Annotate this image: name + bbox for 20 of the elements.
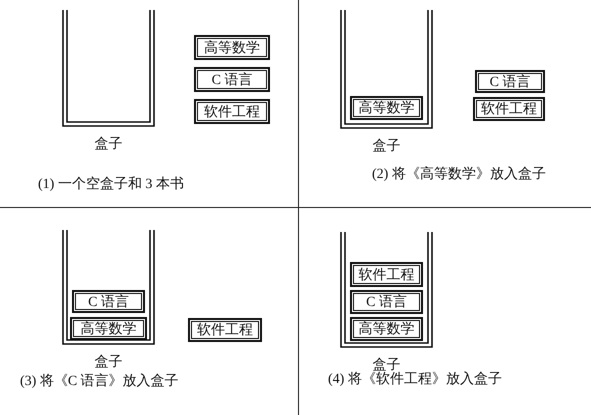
caption: (2) 将《高等数学》放入盒子 bbox=[372, 165, 546, 183]
book-box: 高等数学 bbox=[350, 96, 423, 120]
caption: (1) 一个空盒子和 3 本书 bbox=[38, 175, 184, 193]
book-box: 软件工程 bbox=[194, 99, 270, 124]
book-box: 软件工程 bbox=[188, 318, 262, 342]
book-box: 高等数学 bbox=[70, 317, 147, 340]
book-box: 高等数学 bbox=[350, 317, 423, 341]
box-label: 盒子 bbox=[372, 138, 402, 155]
book-box: C 语言 bbox=[194, 67, 270, 92]
box-label: 盒子 bbox=[372, 356, 400, 373]
box-label: 盒子 bbox=[94, 354, 124, 371]
book-box: 软件工程 bbox=[473, 97, 545, 121]
book-box: C 语言 bbox=[350, 290, 423, 314]
book-box: 高等数学 bbox=[194, 35, 270, 60]
book-box: 软件工程 bbox=[350, 262, 423, 287]
book-box: C 语言 bbox=[72, 290, 145, 313]
book-box: C 语言 bbox=[475, 70, 545, 93]
box-label: 盒子 bbox=[94, 136, 124, 153]
caption: (3) 将《C 语言》放入盒子 bbox=[20, 372, 179, 390]
caption: (4) 将《软件工程》放入盒子 bbox=[328, 371, 502, 388]
